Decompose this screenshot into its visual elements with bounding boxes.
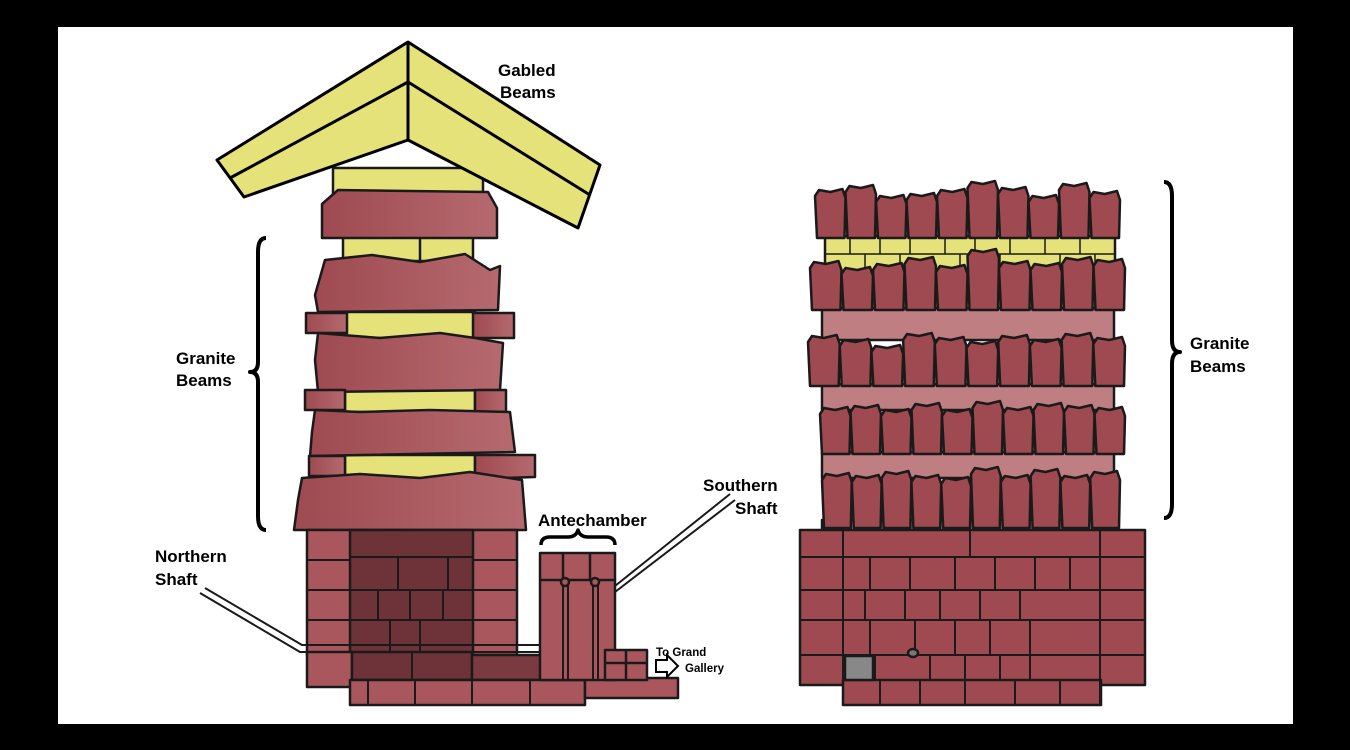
granite-block-r2-9 bbox=[1092, 335, 1127, 388]
granite-block-r0-1 bbox=[844, 183, 878, 240]
granite-block-r1-2 bbox=[871, 261, 906, 312]
label-gabled-1: Gabled bbox=[498, 61, 556, 80]
granite-block-r4-4 bbox=[939, 475, 973, 530]
label-southern-2: Shaft bbox=[735, 499, 778, 518]
granite-block-r4-8 bbox=[1059, 473, 1092, 530]
label-gabled-2: Beams bbox=[500, 83, 556, 102]
granite-block-r0-8 bbox=[1057, 181, 1091, 240]
antechamber-brace bbox=[539, 528, 617, 546]
granite-block-r4-6 bbox=[999, 473, 1032, 530]
label-grand-2: Gallery bbox=[685, 663, 725, 675]
granite-beam-1 bbox=[313, 252, 502, 314]
granite-brace-left bbox=[248, 236, 267, 532]
gabled-roof bbox=[215, 40, 602, 230]
granite-block-r3-0 bbox=[818, 405, 852, 456]
granite-block-r2-4 bbox=[933, 335, 968, 388]
granite-block-r0-6 bbox=[996, 185, 1030, 240]
granite-block-r4-9 bbox=[1088, 469, 1122, 530]
plug-hole bbox=[906, 647, 920, 659]
granite-ledge-2r bbox=[473, 388, 508, 414]
label-northern-1: Northern bbox=[155, 547, 227, 566]
granite-beam-2 bbox=[313, 331, 505, 394]
granite-block-r3-7 bbox=[1032, 401, 1066, 456]
southern-shaft-line bbox=[614, 493, 736, 593]
granite-block-r2-1 bbox=[838, 337, 873, 388]
granite-block-r1-0 bbox=[808, 259, 843, 312]
granite-beam-4 bbox=[292, 470, 528, 532]
granite-block-r3-5 bbox=[971, 399, 1005, 456]
granite-block-r0-7 bbox=[1027, 193, 1061, 240]
right-arrow-icon bbox=[655, 652, 680, 680]
granite-beam-3 bbox=[308, 408, 517, 458]
pale-gap-3 bbox=[820, 450, 1116, 480]
granite-brace-right bbox=[1163, 180, 1182, 520]
granite-block-r4-7 bbox=[1029, 467, 1062, 530]
granite-block-r1-5 bbox=[966, 247, 1001, 312]
granite-block-r0-3 bbox=[905, 191, 939, 240]
granite-block-r3-3 bbox=[910, 401, 944, 456]
granite-block-r1-3 bbox=[903, 255, 938, 312]
granite-block-r3-2 bbox=[879, 407, 913, 456]
granite-block-r0-0 bbox=[813, 187, 847, 240]
label-granite-left-1: Granite bbox=[176, 349, 236, 368]
antechamber bbox=[538, 551, 649, 682]
granite-ledge-1r bbox=[471, 311, 516, 340]
granite-block-r4-0 bbox=[820, 471, 854, 530]
granite-block-r4-5 bbox=[969, 465, 1003, 530]
granite-block-r2-3 bbox=[901, 331, 937, 388]
label-grand-1: To Grand bbox=[656, 647, 706, 659]
label-northern-2: Shaft bbox=[155, 570, 198, 589]
label-granite-left-2: Beams bbox=[176, 371, 232, 390]
granite-block-r3-6 bbox=[1001, 405, 1035, 456]
granite-block-r4-3 bbox=[910, 473, 943, 530]
label-granite-right-2: Beams bbox=[1190, 357, 1246, 376]
granite-block-r0-2 bbox=[874, 193, 908, 240]
granite-block-r1-8 bbox=[1060, 255, 1095, 312]
granite-block-r1-1 bbox=[840, 265, 875, 312]
granite-block-r3-9 bbox=[1093, 405, 1127, 456]
diagram-svg: Gabled Beams Granite Beams Granite Beams… bbox=[155, 40, 1250, 707]
granite-block-r2-0 bbox=[806, 333, 841, 388]
granite-block-r4-1 bbox=[850, 473, 883, 530]
granite-ledge-3r bbox=[473, 453, 537, 481]
northern-shaft-line bbox=[199, 587, 540, 653]
granite-block-r1-7 bbox=[1029, 261, 1064, 312]
diagram-canvas: Gabled Beams Granite Beams Granite Beams… bbox=[58, 27, 1293, 724]
granite-block-r3-1 bbox=[849, 403, 883, 456]
gray-block bbox=[843, 654, 875, 682]
chamber-base bbox=[305, 528, 519, 657]
labels: Gabled Beams Granite Beams Granite Beams… bbox=[155, 61, 1250, 675]
pale-gap-1 bbox=[820, 306, 1116, 342]
granite-block-r0-4 bbox=[935, 187, 969, 240]
granite-block-r2-2 bbox=[870, 343, 905, 388]
granite-block-r2-8 bbox=[1060, 331, 1095, 388]
granite-block-r0-5 bbox=[966, 179, 1000, 240]
label-southern-1: Southern bbox=[703, 476, 778, 495]
granite-block-r4-2 bbox=[880, 469, 913, 530]
granite-block-r1-6 bbox=[997, 259, 1032, 312]
granite-block-r3-8 bbox=[1062, 403, 1096, 456]
floor-blocks bbox=[305, 650, 680, 707]
granite-block-r1-9 bbox=[1092, 257, 1127, 312]
granite-ledge-3l bbox=[307, 454, 347, 478]
label-granite-right-1: Granite bbox=[1190, 334, 1250, 353]
granite-block-r0-9 bbox=[1088, 189, 1122, 240]
granite-block-r2-5 bbox=[965, 339, 1000, 388]
granite-beam-0 bbox=[320, 188, 499, 240]
granite-ledge-1l bbox=[304, 311, 349, 335]
left-section bbox=[199, 40, 736, 707]
right-masonry bbox=[798, 528, 1147, 707]
granite-block-r3-4 bbox=[940, 407, 974, 456]
granite-ledge-2l bbox=[303, 388, 347, 412]
chamber-interior bbox=[348, 528, 475, 657]
right-section bbox=[798, 179, 1182, 707]
granite-block-r2-6 bbox=[996, 333, 1032, 388]
granite-block-r2-7 bbox=[1028, 337, 1063, 388]
granite-block-r1-4 bbox=[934, 263, 969, 312]
label-antechamber: Antechamber bbox=[538, 511, 647, 530]
